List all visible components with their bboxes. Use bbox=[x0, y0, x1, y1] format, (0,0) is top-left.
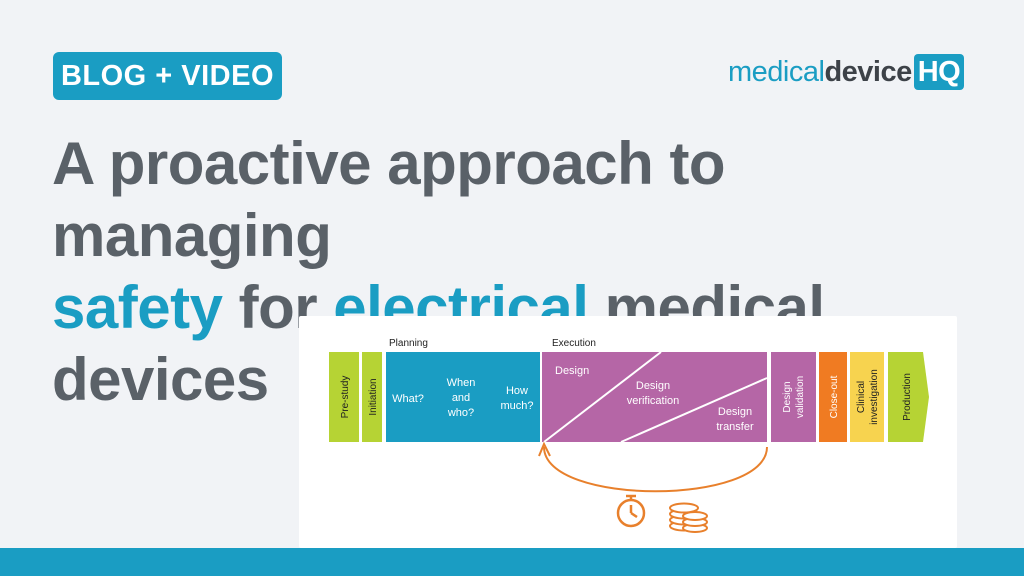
execution-design-label: Design bbox=[555, 365, 589, 377]
planning-when-label-2: and bbox=[452, 392, 470, 404]
phase-production-arrow bbox=[888, 352, 929, 442]
execution-label: Execution bbox=[552, 338, 596, 349]
execution-transfer-label-2: transfer bbox=[716, 421, 754, 433]
planning-how-label-2: much? bbox=[500, 400, 533, 412]
blog-video-badge: BLOG + VIDEO bbox=[53, 52, 282, 100]
execution-transfer-label-1: Design bbox=[718, 406, 752, 418]
phase-validation-label-1: Design bbox=[782, 381, 793, 412]
phase-prestudy-block bbox=[329, 352, 359, 442]
phase-closeout-label: Close-out bbox=[829, 375, 840, 418]
project-phase-diagram: Planning Execution Pre-study Initiation … bbox=[299, 316, 957, 548]
phase-closeout-block bbox=[819, 352, 847, 442]
phase-planning-block bbox=[386, 352, 540, 442]
phase-initiation-label: Initiation bbox=[368, 378, 379, 415]
title-accent-safety: safety bbox=[52, 274, 223, 341]
execution-verification-label-2: verification bbox=[627, 395, 680, 407]
bottom-accent-bar bbox=[0, 548, 1024, 576]
logo-text-medical: medical bbox=[728, 55, 825, 88]
phase-prestudy-label: Pre-study bbox=[340, 376, 351, 419]
phase-validation-label-2: validation bbox=[795, 376, 806, 418]
phase-clinical-block bbox=[850, 352, 884, 442]
logo-text-hq: HQ bbox=[913, 54, 965, 90]
medicaldevicehq-logo[interactable]: medical device HQ bbox=[728, 52, 965, 92]
execution-verification-label-1: Design bbox=[636, 380, 670, 392]
planning-when-label-3: who? bbox=[447, 407, 474, 419]
phase-clinical-label-1: Clinical bbox=[856, 381, 867, 413]
phase-clinical-label-2: investigation bbox=[869, 369, 880, 425]
planning-when-label-1: When bbox=[447, 377, 476, 389]
planning-how-label-1: How bbox=[506, 385, 528, 397]
execution-divider-1 bbox=[543, 351, 662, 443]
title-line-1: A proactive approach to managing bbox=[52, 130, 726, 269]
phase-production-label: Production bbox=[902, 373, 913, 421]
planning-what-label: What? bbox=[392, 393, 424, 405]
phase-initiation-block bbox=[362, 352, 382, 442]
coins-icon bbox=[669, 502, 708, 533]
planning-label: Planning bbox=[389, 338, 428, 349]
iteration-arrowhead bbox=[538, 441, 551, 457]
logo-text-device: device bbox=[824, 55, 912, 88]
stopwatch-icon bbox=[616, 494, 646, 528]
title-line-3: devices bbox=[52, 346, 269, 413]
phase-validation-block bbox=[771, 352, 816, 442]
iteration-loop-arrow bbox=[543, 446, 768, 493]
execution-divider-2 bbox=[620, 377, 768, 443]
